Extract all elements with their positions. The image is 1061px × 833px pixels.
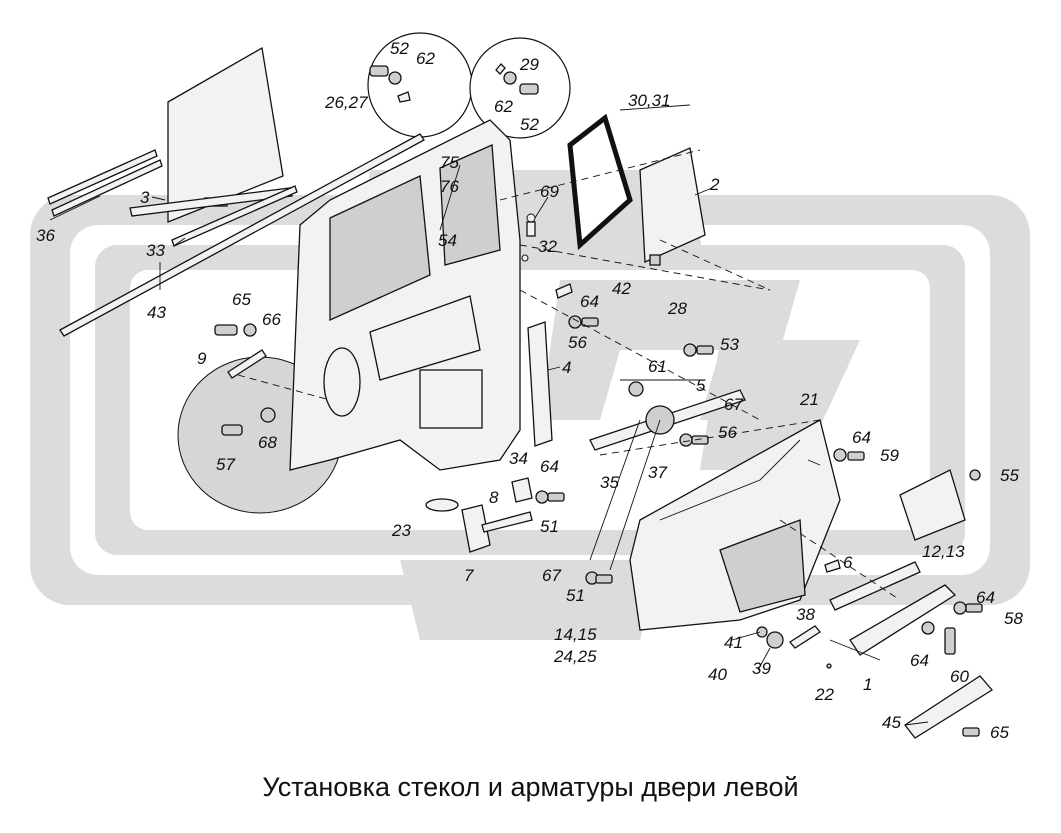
callout-60: 60	[950, 667, 969, 686]
door-lock	[511, 477, 533, 503]
callout-43: 43	[147, 303, 166, 322]
callout-23: 23	[391, 521, 411, 540]
callout-64-right: 64	[852, 428, 871, 447]
callout-38: 38	[796, 605, 815, 624]
callout-56-lower: 56	[718, 423, 737, 442]
callout-7: 7	[464, 566, 474, 585]
window-regulator	[589, 389, 746, 571]
callout-62-top-right: 62	[494, 97, 513, 116]
callout-56-upper: 56	[568, 333, 587, 352]
callout-37: 37	[648, 463, 667, 482]
callout-24-25: 24,25	[553, 647, 597, 666]
callout-36: 36	[36, 226, 55, 245]
callout-26-27: 26,27	[324, 93, 368, 112]
callout-1: 1	[863, 675, 872, 694]
callout-4: 4	[562, 358, 571, 377]
glass-seal-strips	[47, 133, 425, 337]
callout-76: 76	[440, 177, 459, 196]
callout-59: 59	[880, 446, 899, 465]
vent-window-frame	[567, 113, 633, 251]
callout-42: 42	[612, 279, 631, 298]
callout-5: 5	[696, 376, 706, 395]
callout-54: 54	[438, 231, 457, 250]
callout-12-13: 12,13	[922, 542, 965, 561]
armrest	[849, 584, 957, 656]
callout-40: 40	[708, 665, 727, 684]
callout-58: 58	[1004, 609, 1023, 628]
diagram-caption: Установка стекол и арматуры двери левой	[262, 772, 799, 802]
callout-14-15: 14,15	[554, 625, 597, 644]
callout-33: 33	[146, 241, 165, 260]
callout-39: 39	[752, 659, 771, 678]
callout-68: 68	[258, 433, 277, 452]
callout-52-top-left: 52	[390, 39, 409, 58]
callout-29: 29	[519, 55, 539, 74]
callout-64-middle: 64	[540, 457, 559, 476]
assembly-lines	[237, 149, 901, 601]
callout-66: 66	[262, 310, 281, 329]
callout-75: 75	[440, 153, 459, 172]
callout-55: 55	[1000, 466, 1019, 485]
callout-57: 57	[216, 455, 235, 474]
callout-28: 28	[667, 299, 687, 318]
callout-65-left: 65	[232, 290, 251, 309]
callout-6: 6	[843, 553, 853, 572]
callout-67-lower: 67	[542, 566, 561, 585]
fasteners	[214, 213, 983, 737]
pocket-trim	[899, 469, 966, 541]
inner-door-handle	[227, 349, 267, 379]
door-trim-panel	[629, 419, 841, 631]
door-corner-panel	[639, 147, 706, 266]
drain-gasket	[425, 498, 459, 512]
callout-3: 3	[140, 188, 150, 207]
callout-2: 2	[709, 175, 720, 194]
callout-53: 53	[720, 335, 739, 354]
callout-21: 21	[799, 390, 819, 409]
door-glass-pane	[129, 46, 293, 223]
callout-51-lower: 51	[566, 586, 585, 605]
callout-64-lower: 64	[910, 651, 929, 670]
door-frame	[289, 119, 521, 471]
callout-45: 45	[882, 713, 901, 732]
glass-guide-rail	[527, 321, 553, 447]
callout-67-upper: 67	[724, 395, 743, 414]
callout-30-31: 30,31	[628, 91, 671, 110]
callout-35: 35	[600, 473, 619, 492]
detail-circle-right	[469, 37, 571, 139]
callout-8: 8	[489, 488, 499, 507]
callout-52-top-right: 52	[520, 115, 539, 134]
callout-32: 32	[538, 237, 557, 256]
callout-51-upper: 51	[540, 517, 559, 536]
leader-lines	[49, 104, 929, 726]
callout-22: 22	[814, 685, 834, 704]
callout-34: 34	[509, 449, 528, 468]
callout-61: 61	[648, 357, 667, 376]
callout-62-top-left: 62	[416, 49, 435, 68]
callout-64-top: 64	[580, 292, 599, 311]
callout-69: 69	[540, 182, 559, 201]
callout-41: 41	[724, 633, 743, 652]
callout-64-armrest: 64	[976, 588, 995, 607]
armrest-bracket	[829, 561, 921, 611]
callout-9: 9	[197, 349, 207, 368]
door-hinge	[461, 504, 533, 553]
callout-labels: 52 62 26,27 29 62 52 30,31 2 75 76 69 54…	[36, 39, 1023, 742]
callout-65-bottom: 65	[990, 723, 1009, 742]
